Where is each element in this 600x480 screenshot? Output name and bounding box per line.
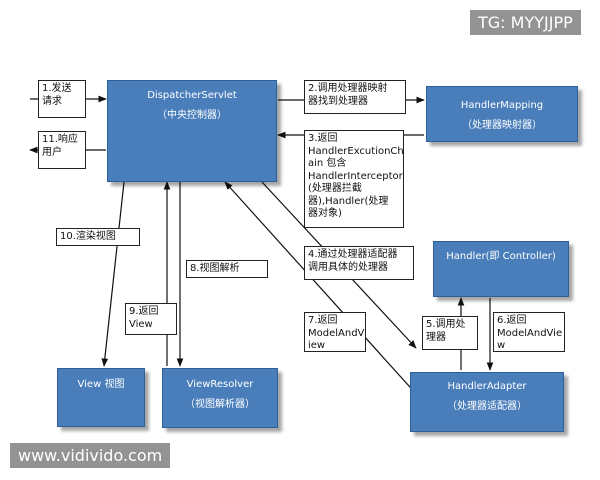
dispatcher-servlet-box: DispatcherServlet （中央控制器） bbox=[107, 80, 277, 182]
view-title: View 视图 bbox=[77, 379, 125, 390]
view-box: View 视图 bbox=[57, 368, 145, 427]
handler-adapter-subtitle: （处理器适配器） bbox=[447, 401, 527, 412]
dispatcher-servlet-subtitle: （中央控制器） bbox=[157, 110, 227, 121]
watermark-bottom: www.vidivido.com bbox=[10, 443, 171, 468]
step-8-label: 8.视图解析 bbox=[186, 260, 268, 278]
handler-title: Handler(即 Controller) bbox=[446, 251, 556, 262]
handler-adapter-box: HandlerAdapter （处理器适配器） bbox=[410, 372, 564, 432]
step-10-label: 10.渲染视图 bbox=[56, 228, 140, 246]
step-2-label: 2.调用处理器映射 器找到处理器 bbox=[304, 80, 406, 114]
handler-box: Handler(即 Controller) bbox=[433, 241, 569, 297]
handler-mapping-box: HandlerMapping （处理器映射器） bbox=[426, 86, 578, 142]
step-11-label: 11.响应 用户 bbox=[38, 131, 86, 169]
step-5-label: 5.调用处 理器 bbox=[422, 316, 478, 350]
watermark-top: TG: MYYJJPP bbox=[470, 10, 581, 35]
view-resolver-box: ViewResolver （视图解析器） bbox=[162, 368, 278, 428]
step-3-label: 3.返回 HandlerExcutionCh ain 包含 HandlerInt… bbox=[304, 130, 404, 228]
step-7-label: 7.返回 ModelAndV iew bbox=[304, 312, 366, 352]
dispatcher-servlet-title: DispatcherServlet bbox=[147, 90, 237, 101]
step-1-label: 1.发送 请求 bbox=[38, 80, 86, 118]
step-9-label: 9.返回 View bbox=[125, 303, 177, 335]
view-resolver-subtitle: （视图解析器） bbox=[185, 399, 255, 410]
handler-mapping-subtitle: （处理器映射器） bbox=[462, 120, 542, 131]
step-4-label: 4.通过处理器适配器 调用具体的处理器 bbox=[304, 246, 414, 280]
step-6-label: 6.返回 ModelAndVie w bbox=[493, 312, 565, 352]
arrow-10-render-view bbox=[101, 181, 125, 367]
handler-adapter-title: HandlerAdapter bbox=[447, 381, 527, 392]
arrow-7-return-mav bbox=[224, 181, 419, 397]
view-resolver-title: ViewResolver bbox=[186, 379, 254, 390]
handler-mapping-title: HandlerMapping bbox=[460, 100, 544, 111]
